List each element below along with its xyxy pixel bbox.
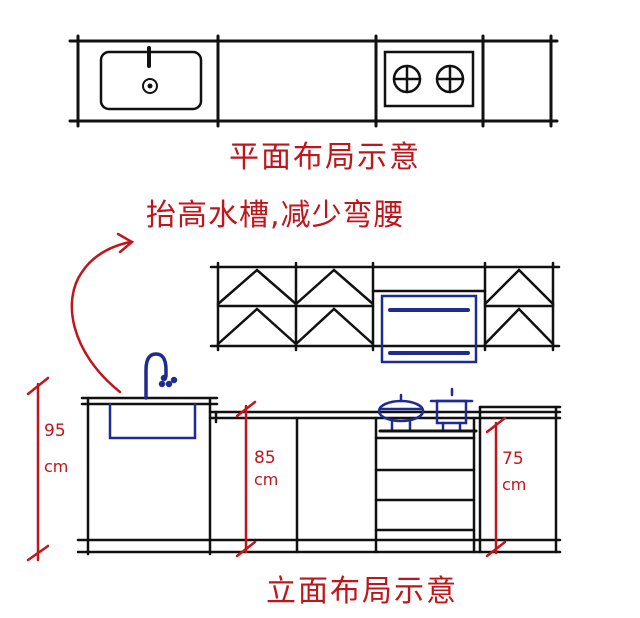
raised-sink [108,352,197,440]
upper-cabinets [209,261,561,352]
dimension-label-sink: 95 cm [44,421,68,477]
dimension-label-right-counter: 75 cm [502,449,526,495]
faucet-icon [144,352,168,400]
cookware [377,387,478,433]
dimension-unit: cm [502,475,527,494]
dimension-unit: cm [254,470,279,489]
elevation-caption: 立面布局示意 [266,574,458,609]
base-cabinets [76,396,562,556]
plan-caption: 平面布局示意 [229,140,421,175]
plan-cooktop [383,50,475,108]
plan-drain-icon [142,78,158,94]
callout-arrow [70,240,132,394]
dimension-label-counter: 85 cm [254,448,278,490]
plan-view [68,34,559,128]
plan-burner-right [435,64,465,94]
dimension-lines [26,232,507,562]
plan-burner-left [392,64,422,94]
dimension-value: 85 [254,448,276,468]
callout-note: 抬高水槽,减少弯腰 [146,198,405,233]
dimension-value: 95 [44,421,66,441]
range-hood [380,294,478,364]
dimension-value: 75 [502,449,524,469]
dimension-unit: cm [44,457,69,476]
